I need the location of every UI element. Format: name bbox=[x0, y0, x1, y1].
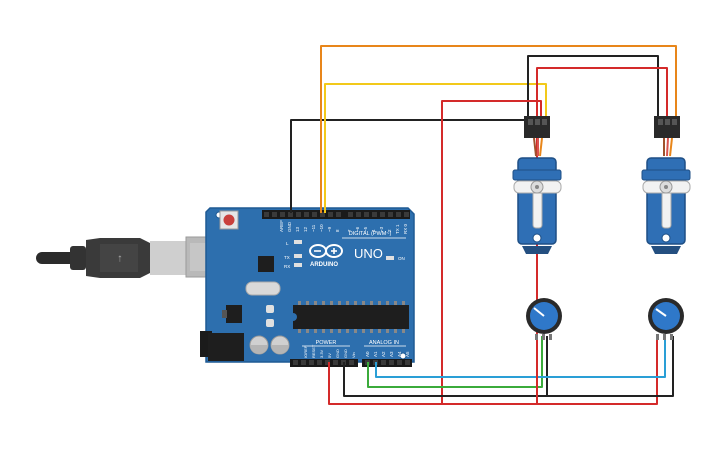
servo-motor-1[interactable] bbox=[512, 116, 562, 254]
led-tx-label: TX bbox=[284, 255, 290, 260]
analog-pin-header[interactable] bbox=[362, 359, 412, 367]
usb-chip bbox=[258, 256, 274, 272]
wire-black-gnd-bus[interactable] bbox=[343, 336, 548, 397]
svg-text:⭡: ⭡ bbox=[118, 254, 123, 264]
pin-label: AREF bbox=[279, 220, 284, 232]
reset-button[interactable] bbox=[219, 210, 239, 230]
wire-red-5v-bus[interactable] bbox=[328, 336, 658, 405]
potentiometer-2[interactable] bbox=[648, 298, 684, 340]
wire-black-gnd-servo1[interactable] bbox=[290, 119, 537, 213]
wire-black-gnd-pot2[interactable] bbox=[547, 336, 674, 397]
pin-label: ~3 bbox=[379, 226, 384, 232]
power-header-label: POWER bbox=[316, 340, 337, 346]
pin-label: ~5 bbox=[363, 226, 368, 232]
microcontroller-chip bbox=[293, 301, 409, 333]
pin-label: 4 bbox=[371, 229, 376, 232]
pin-label: 5V bbox=[327, 353, 332, 358]
pin-label: GND bbox=[343, 349, 348, 358]
voltage-regulator bbox=[226, 305, 242, 323]
model-label: UNO bbox=[354, 246, 383, 261]
pin-label: RX 0 bbox=[403, 223, 408, 234]
arduino-logo bbox=[309, 244, 343, 258]
pin-label: 7 bbox=[347, 229, 352, 232]
wire-yellow-signal-servo1[interactable] bbox=[324, 83, 547, 213]
servo-motor-2[interactable] bbox=[641, 116, 691, 254]
pin-label: ~10 bbox=[319, 224, 324, 232]
pin-label: A1 bbox=[373, 351, 378, 357]
capacitors bbox=[249, 335, 290, 355]
pin-label: ~11 bbox=[311, 224, 316, 232]
wire-black-gnd-servo2[interactable] bbox=[527, 55, 659, 132]
pin-label: 12 bbox=[303, 226, 308, 232]
digital-header-label: DIGITAL (PWM~) bbox=[349, 231, 392, 237]
pin-label: TX 1 bbox=[395, 224, 400, 234]
pin-label: A0 bbox=[365, 351, 370, 357]
analog-header-label: ANALOG IN bbox=[369, 340, 399, 346]
potentiometer-1[interactable] bbox=[526, 298, 562, 340]
pin-label: ~9 bbox=[327, 226, 332, 232]
digital-pin-header[interactable] bbox=[262, 210, 410, 219]
pin-label: A4 bbox=[397, 351, 402, 357]
pin-label: 2 bbox=[387, 229, 392, 232]
pin-label: A5 bbox=[405, 351, 410, 357]
pin-label: 3.3V bbox=[319, 349, 324, 358]
pin-label: 8 bbox=[335, 229, 340, 232]
pin-label: RESET bbox=[311, 344, 316, 358]
crystal bbox=[245, 281, 281, 296]
status-leds: L TX RX bbox=[284, 240, 302, 269]
pin-label: 13 bbox=[295, 226, 300, 232]
wire-orange-signal-servo2[interactable] bbox=[320, 45, 677, 213]
wire-blue-a1-pot2[interactable] bbox=[375, 336, 666, 378]
led-l-label: L bbox=[286, 241, 289, 246]
power-pin-labels: IOREF RESET 3.3V 5V GND GND Vin bbox=[303, 344, 356, 358]
wire-green-a0-pot1[interactable] bbox=[367, 336, 543, 388]
pin-label: A3 bbox=[389, 351, 394, 357]
analog-pin-labels: A0 A1 A2 A3 A4 A5 bbox=[365, 351, 410, 357]
pin-label: GND bbox=[335, 349, 340, 358]
pin-label: ~6 bbox=[355, 226, 360, 232]
pin-label: GND bbox=[287, 221, 292, 232]
on-label: ON bbox=[398, 256, 405, 261]
digital-pin-labels: AREF GND 13 12 ~11 ~10 ~9 8 7 ~6 ~5 4 ~3… bbox=[279, 220, 408, 234]
pin-label: Vin bbox=[351, 352, 356, 358]
led-rx-label: RX bbox=[284, 264, 290, 269]
power-pin-header[interactable] bbox=[290, 359, 358, 367]
arduino-uno-board[interactable]: AREF GND 13 12 ~11 ~10 ~9 8 7 ~6 ~5 4 ~3… bbox=[200, 207, 415, 367]
pin-label: IOREF bbox=[303, 345, 308, 358]
pin-label: A2 bbox=[381, 351, 386, 357]
power-jack bbox=[200, 331, 244, 361]
brand-label: ARDUINO bbox=[310, 262, 338, 268]
